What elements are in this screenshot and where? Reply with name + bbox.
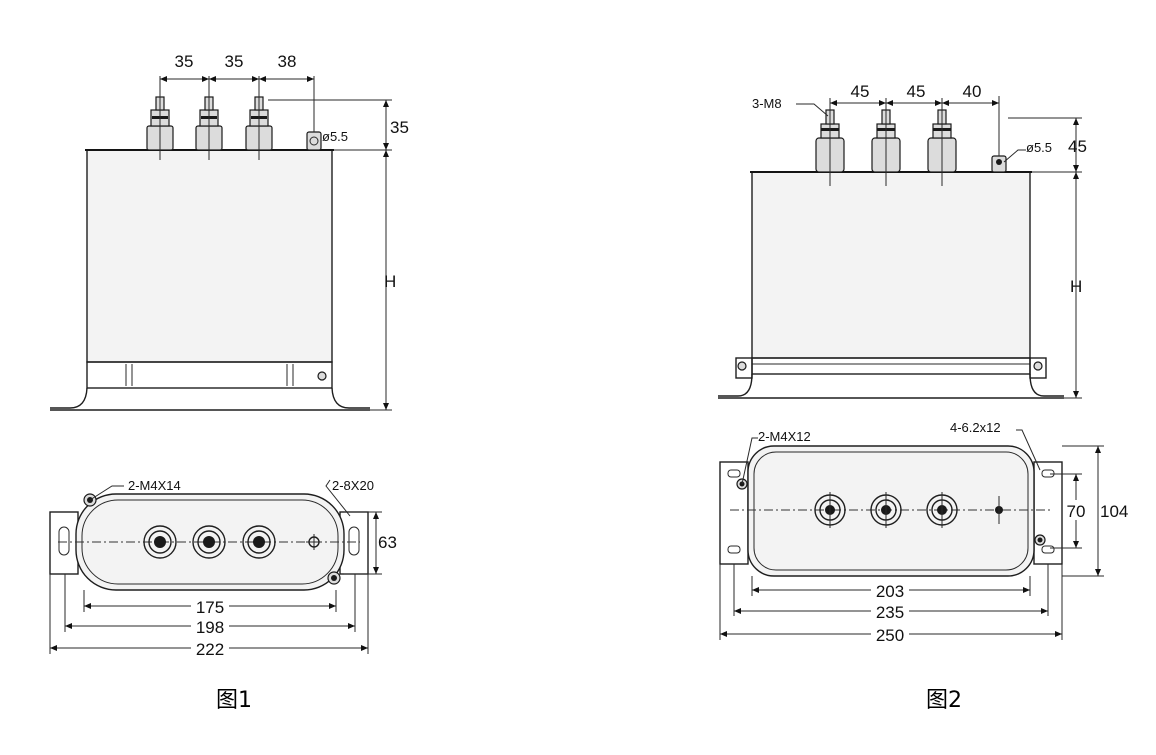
fig1-height: H <box>384 272 396 291</box>
fig2-pitch-b: 45 <box>907 82 926 101</box>
fig1-ground-stud <box>306 86 322 151</box>
fig1-pitch-a: 35 <box>175 52 194 71</box>
fig2-can-body <box>751 171 1031 359</box>
fig2-width-mid: 235 <box>876 603 904 622</box>
fig2-stud-height: 45 <box>1068 137 1087 156</box>
fig1-width-inner: 175 <box>196 598 224 617</box>
fig1-terminal-1 <box>146 88 174 160</box>
fig2-pitch-a: 45 <box>851 82 870 101</box>
fig1-depth: 63 <box>378 533 397 552</box>
fig2-mount-screw: 2-M4X12 <box>758 429 811 444</box>
fig2-caption: 图2 <box>926 688 962 713</box>
fig2-terminal-2 <box>871 100 901 186</box>
fig2-height: H <box>1070 277 1082 296</box>
fig1-terminal-rings <box>143 525 322 559</box>
figure2-front-view: 45 45 40 3-M8 45 ø5.5 H <box>718 82 1087 399</box>
figure1-bottom-view: 2-M4X14 2-8X20 63 175 198 222 <box>49 478 397 659</box>
fig1-slot: 2-8X20 <box>332 478 374 493</box>
fig2-holes: 4-6.2x12 <box>950 420 1001 435</box>
fig2-terminal-3 <box>927 100 957 186</box>
fig1-width-outer: 222 <box>196 640 224 659</box>
fig1-caption: 图1 <box>216 688 252 713</box>
fig2-width-inner: 203 <box>876 582 904 601</box>
fig2-depth-outer: 104 <box>1100 502 1128 521</box>
fig1-stud-height: 35 <box>390 118 409 137</box>
figure1-front-view: 35 35 38 35 ø5.5 H <box>50 52 409 411</box>
fig1-terminal-3 <box>245 88 273 160</box>
fig1-terminal-2 <box>195 88 223 160</box>
fig1-pitch-b: 35 <box>225 52 244 71</box>
fig2-thread: 3-M8 <box>752 96 782 111</box>
fig1-ground-hole: ø5.5 <box>322 129 348 144</box>
fig2-pitch-c: 40 <box>963 82 982 101</box>
fig2-ground-hole: ø5.5 <box>1026 140 1052 155</box>
fig1-can-body <box>86 149 333 363</box>
fig2-terminal-1 <box>815 100 845 186</box>
figure2-bottom-view: 2-M4X12 4-6.2x12 70 104 203 235 250 <box>719 420 1128 645</box>
fig2-depth-inner: 70 <box>1067 502 1086 521</box>
fig1-mount-screw: 2-M4X14 <box>128 478 181 493</box>
fig2-terminal-rings <box>814 492 1003 528</box>
fig2-base <box>747 445 1035 577</box>
fig1-pitch-c: 38 <box>278 52 297 71</box>
fig2-width-outer: 250 <box>876 626 904 645</box>
fig1-width-mid: 198 <box>196 618 224 637</box>
